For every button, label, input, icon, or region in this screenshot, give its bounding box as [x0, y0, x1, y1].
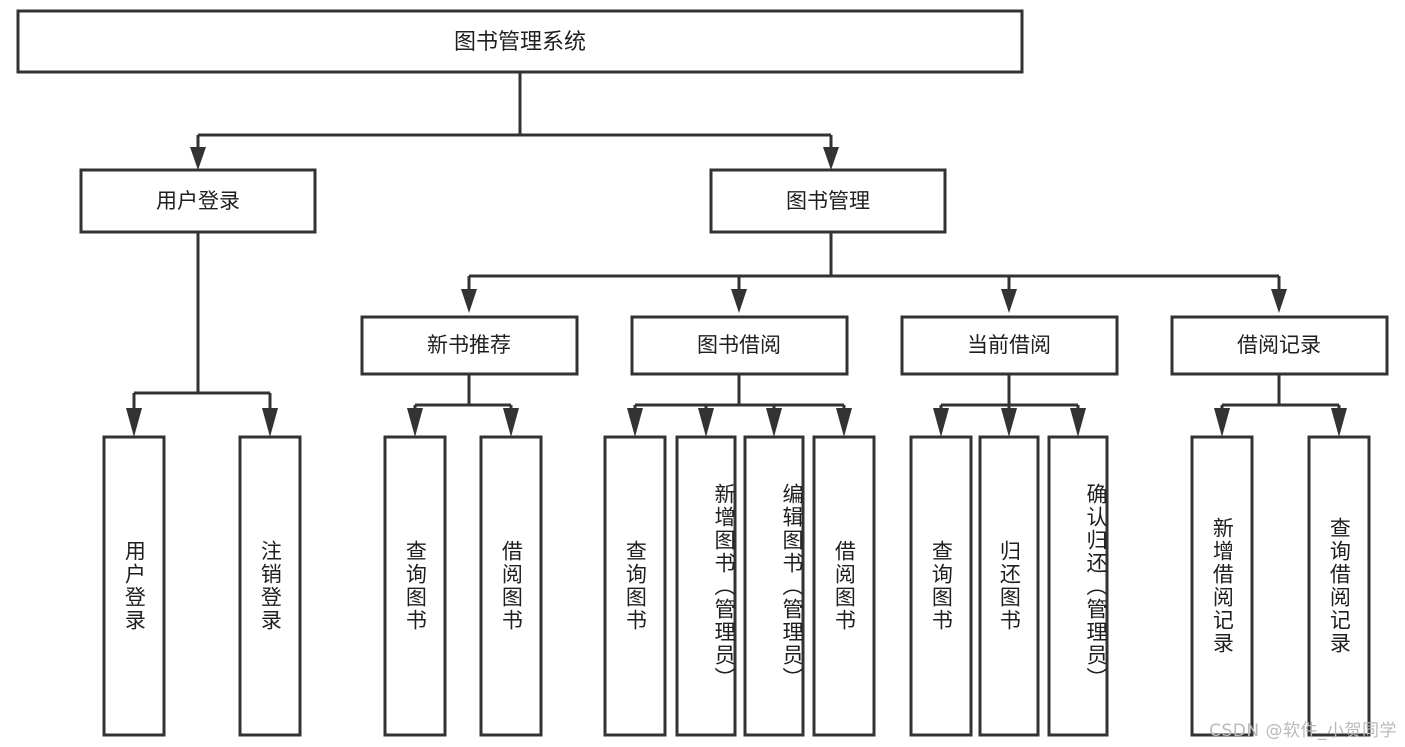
node-leaf-query-record-box[interactable] [1307, 435, 1371, 737]
arrowhead-book-borrow [731, 289, 747, 313]
arrowhead-leaf-borrow-book-1 [503, 408, 519, 437]
node-leaf-add-record-box[interactable] [1190, 435, 1254, 737]
node-root-box[interactable] [16, 9, 1024, 74]
csdn-watermark: CSDN @软件_小贺同学 [1209, 721, 1397, 741]
node-root-label: 图书管理系统 [454, 30, 586, 55]
node-current-borrow[interactable]: 当前借阅 [900, 315, 1119, 376]
connector-group-current-borrow [933, 374, 1086, 437]
edge-book-manage-to-level3 [467, 232, 1281, 297]
arrowhead-user-login [190, 147, 206, 170]
node-book-manage[interactable]: 图书管理 [709, 168, 947, 234]
connector-group-user-login [126, 232, 278, 437]
edge-borrow-record-to-leaves [1220, 374, 1341, 412]
arrowhead-leaf-query-book-3 [933, 408, 949, 437]
node-book-borrow-box[interactable] [630, 315, 849, 376]
node-leaf-query-book-1-box[interactable] [383, 435, 447, 737]
arrowhead-new-book-rec [461, 289, 477, 313]
node-leaf-return-book-box[interactable] [978, 435, 1040, 737]
node-current-borrow-label: 当前借阅 [967, 333, 1051, 357]
connector-group-new-book-rec [407, 374, 519, 437]
node-borrow-record-label: 借阅记录 [1237, 333, 1321, 357]
arrowhead-current-borrow [1001, 289, 1017, 313]
node-leaf-borrow-book-1-box[interactable] [479, 435, 543, 737]
node-leaf-confirm-return-box[interactable] [1047, 435, 1109, 737]
node-new-book-rec[interactable]: 新书推荐 [360, 315, 579, 376]
node-user-login[interactable]: 用户登录 [79, 168, 317, 234]
node-leaf-borrow-book-2-box[interactable] [812, 435, 876, 737]
node-book-manage-box[interactable] [709, 168, 947, 234]
node-new-book-rec-box[interactable] [360, 315, 579, 376]
node-leaf-user-login-box[interactable] [102, 435, 166, 737]
connector-group-book-manage [461, 232, 1287, 313]
arrowhead-leaf-add-record [1214, 408, 1230, 437]
connector-group-book-borrow [627, 374, 852, 437]
node-book-borrow[interactable]: 图书借阅 [630, 315, 849, 376]
node-user-login-box[interactable] [79, 168, 317, 234]
node-book-manage-label: 图书管理 [786, 189, 870, 213]
edge-root-to-level2 [196, 72, 833, 156]
node-borrow-record-box[interactable] [1170, 315, 1389, 376]
node-root[interactable]: 图书管理系统 [16, 9, 1024, 74]
node-user-login-label: 用户登录 [156, 189, 240, 213]
connector-group-root [190, 72, 839, 170]
arrowhead-leaf-query-book-1 [407, 408, 423, 437]
arrowhead-leaf-add-book [698, 408, 714, 437]
arrowhead-leaf-user-login [126, 408, 142, 437]
arrowhead-leaf-borrow-book-2 [836, 408, 852, 437]
arrowhead-borrow-record [1271, 289, 1287, 313]
node-new-book-rec-label: 新书推荐 [427, 333, 511, 357]
arrowhead-leaf-query-record [1331, 408, 1347, 437]
node-leaf-edit-book-box[interactable] [743, 435, 805, 737]
edge-current-borrow-to-leaves [939, 374, 1080, 412]
node-leaf-query-book-3-box[interactable] [909, 435, 973, 737]
connector-group-borrow-record [1214, 374, 1347, 437]
node-leaf-query-book-2-box[interactable] [603, 435, 667, 737]
node-book-borrow-label: 图书借阅 [697, 333, 781, 357]
edge-new-book-rec-to-leaves [413, 374, 513, 412]
arrowhead-book-manage [823, 147, 839, 170]
edge-book-borrow-to-leaves [633, 374, 846, 412]
arrowhead-leaf-confirm-return [1070, 408, 1086, 437]
node-leaf-add-book-box[interactable] [675, 435, 737, 737]
node-leaf-logout-box[interactable] [238, 435, 302, 737]
arrowhead-leaf-edit-book [766, 408, 782, 437]
node-borrow-record[interactable]: 借阅记录 [1170, 315, 1389, 376]
arrowhead-leaf-query-book-2 [627, 408, 643, 437]
edge-user-login-to-leaves [132, 232, 272, 414]
node-current-borrow-box[interactable] [900, 315, 1119, 376]
arrowhead-leaf-return-book [1001, 408, 1017, 437]
arrowhead-leaf-logout [262, 408, 278, 437]
